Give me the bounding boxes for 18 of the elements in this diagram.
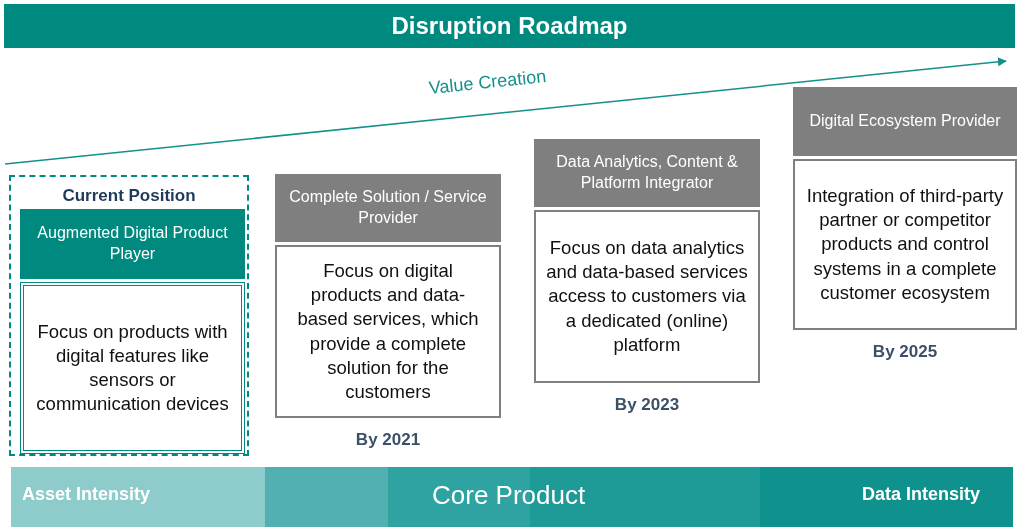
stage-header: Complete Solution / Service Provider [275,174,501,242]
stage-header: Augmented Digital Product Player [20,209,245,279]
date-label: By 2025 [871,342,939,362]
section-heading: Current Position [62,185,196,207]
band-label: Core Product [432,480,586,511]
stage-description: Focus on products with digital features like sensors or communication devices [20,282,245,454]
stage-header: Digital Ecosystem Provider [793,87,1017,156]
stage-description: Integration of third-party partner or competitor products and control systems in a complete customer ecosystem [793,159,1017,330]
band-label: Data Intensity [862,484,981,505]
title-bar: Disruption Roadmap [4,4,1015,48]
band-label: Asset Intensity [22,484,151,505]
stage-header: Data Analytics, Content & Platform Integrator [534,139,760,207]
stage-description: Focus on data analytics and data-based services access to customers via a dedicated (online) platform [534,210,760,383]
axis-label: Value Creation [427,66,548,99]
date-label: By 2021 [354,430,422,450]
date-label: By 2023 [613,395,681,415]
stage-description: Focus on digital products and data-based services, which provide a complete solution for the customers [275,245,501,418]
dashed-frame [9,175,249,456]
